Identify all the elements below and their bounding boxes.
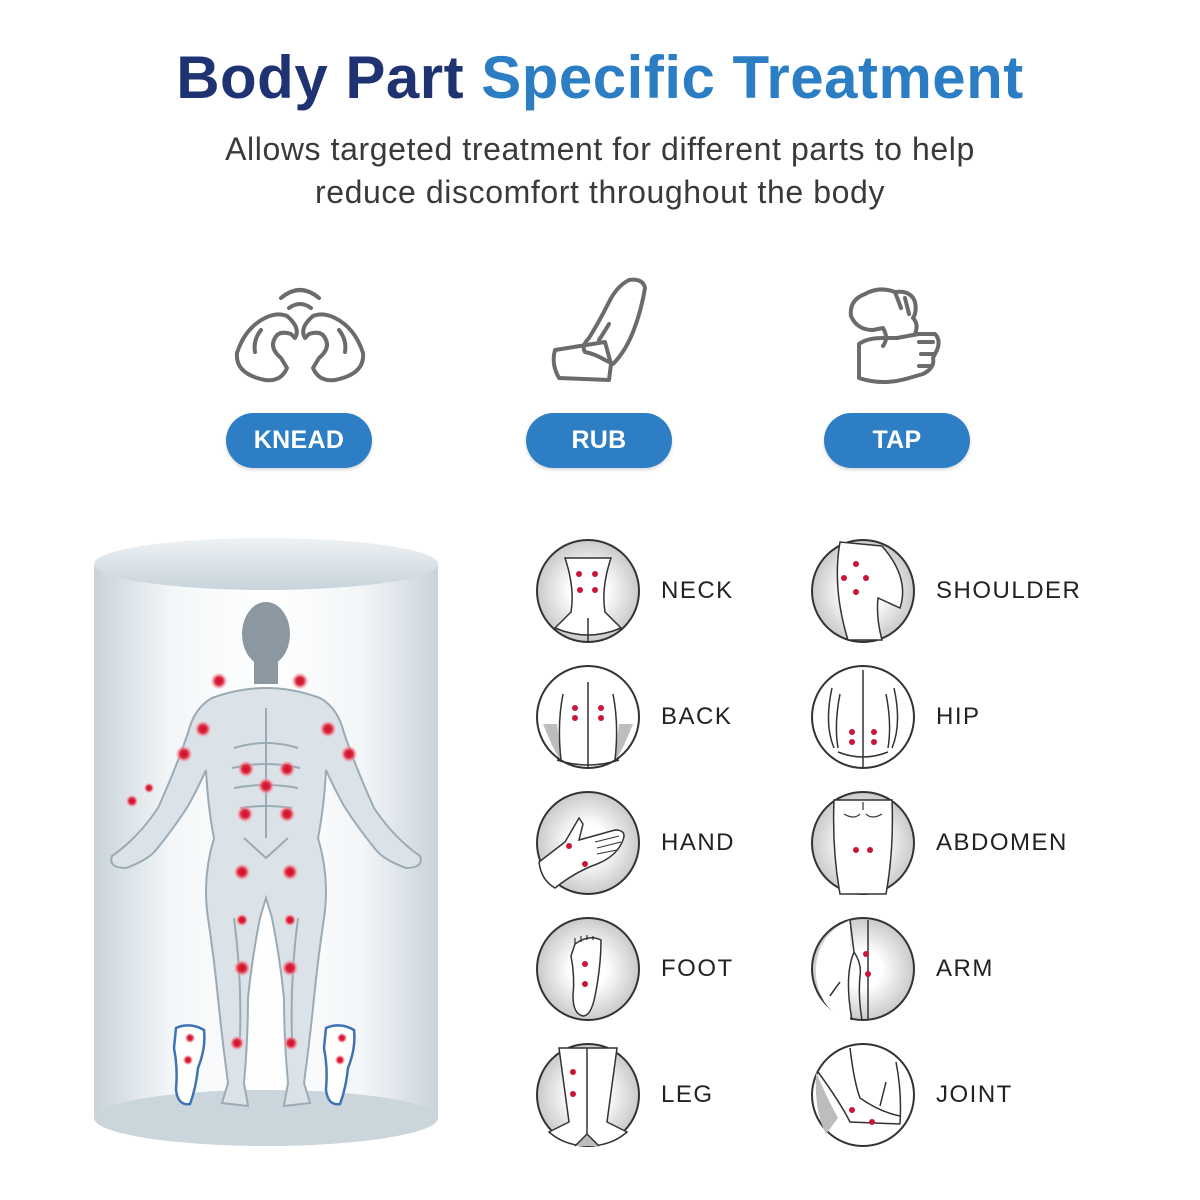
arm-icon — [811, 917, 915, 1021]
body-part-hand: HAND — [535, 790, 735, 896]
back-icon — [536, 665, 640, 769]
kneading-hands-icon — [225, 278, 375, 388]
body-part-label: HAND — [661, 829, 736, 856]
tapping-fist-icon — [823, 278, 973, 388]
foot-icon — [536, 917, 640, 1021]
body-part-neck: NECK — [535, 538, 734, 644]
abdomen-icon — [811, 791, 915, 895]
body-part-label: FOOT — [661, 955, 734, 982]
body-part-label: JOINT — [936, 1081, 1013, 1108]
body-part-label: SHOULDER — [936, 577, 1082, 604]
rubbing-hand-icon — [525, 272, 675, 387]
subtitle-line-1: Allows targeted treatment for different … — [225, 131, 975, 167]
knead-button[interactable]: KNEAD — [226, 413, 372, 468]
body-part-abdomen: ABDOMEN — [810, 790, 1068, 896]
body-part-label: LEG — [661, 1081, 714, 1108]
title-part-2: Specific Treatment — [481, 44, 1024, 111]
body-part-label: BACK — [661, 703, 733, 730]
subtitle-line-2: reduce discomfort throughout the body — [314, 174, 886, 210]
hand-icon — [536, 791, 640, 895]
joint-icon — [811, 1043, 915, 1147]
title-part-1: Body Part — [176, 44, 465, 111]
tap-button[interactable]: TAP — [824, 413, 970, 468]
body-part-joint: JOINT — [810, 1042, 1013, 1148]
page-title: Body Part Specific Treatment — [0, 40, 1200, 116]
hip-icon — [811, 665, 915, 769]
body-part-back: BACK — [535, 664, 732, 770]
body-part-shoulder: SHOULDER — [810, 538, 1081, 644]
body-part-leg: LEG — [535, 1042, 714, 1148]
page-subtitle: Allows targeted treatment for different … — [0, 128, 1200, 214]
body-part-arm: ARM — [810, 916, 994, 1022]
human-body-acupoints-icon — [94, 538, 438, 1148]
leg-icon — [536, 1043, 640, 1147]
body-part-foot: FOOT — [535, 916, 734, 1022]
body-part-label: NECK — [661, 577, 734, 604]
neck-icon — [536, 539, 640, 643]
rub-button[interactable]: RUB — [526, 413, 672, 468]
body-part-hip: HIP — [810, 664, 981, 770]
body-part-label: ABDOMEN — [936, 829, 1068, 856]
body-part-label: HIP — [936, 703, 981, 730]
shoulder-icon — [811, 539, 915, 643]
body-part-label: ARM — [936, 955, 994, 982]
